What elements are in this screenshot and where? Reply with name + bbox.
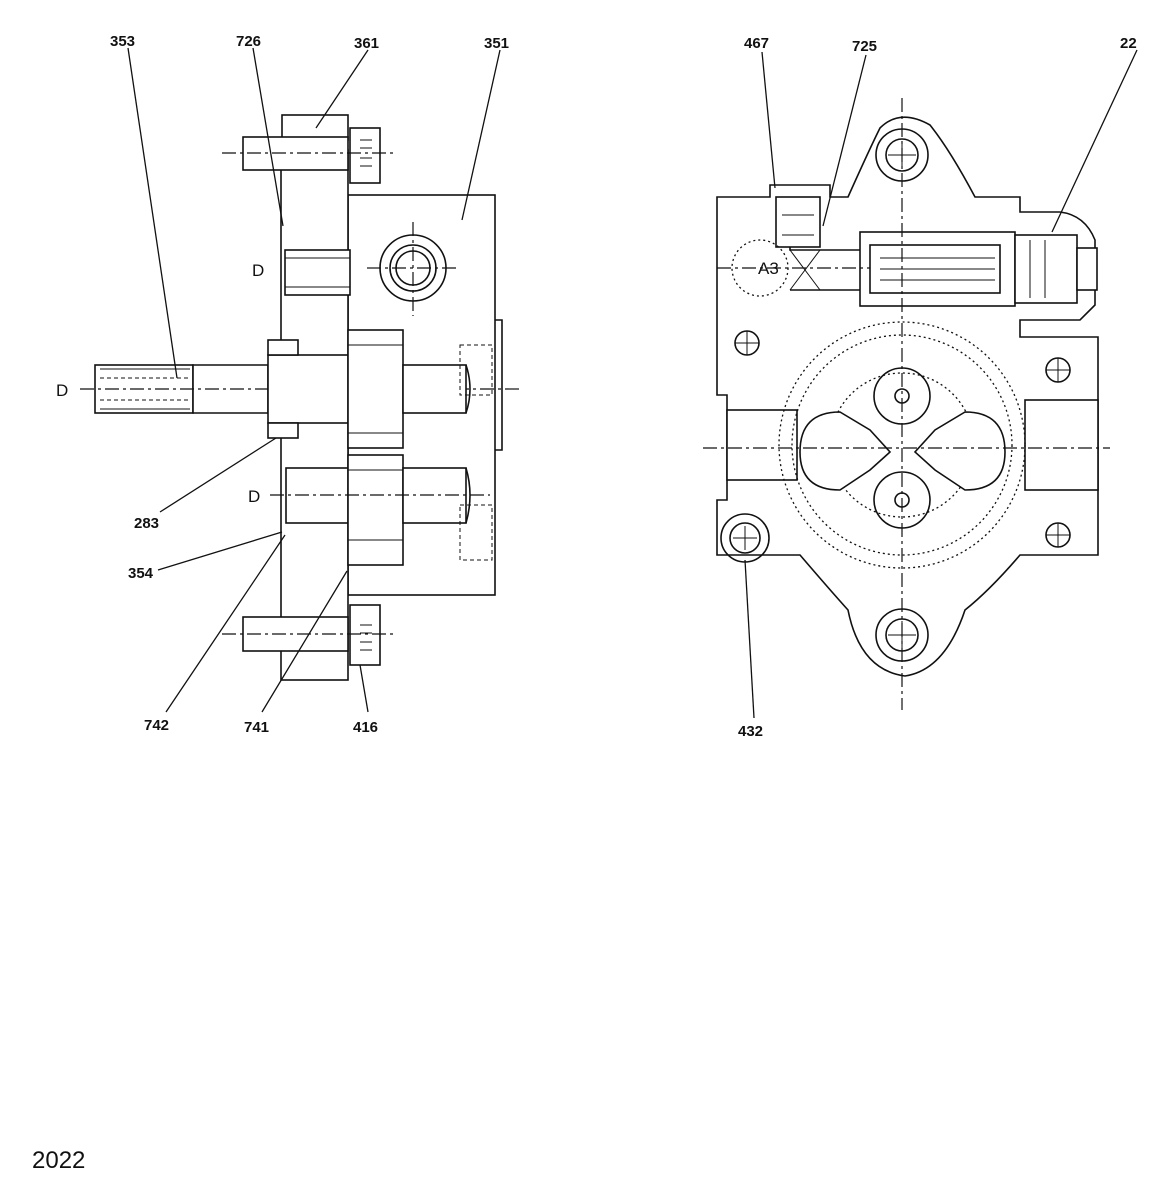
callout-labels: 353 726 361 351 283 354 742 741 416 D D …: [32, 33, 1137, 1174]
section-mark-d-upper: D: [252, 261, 264, 280]
callout-725: 725: [852, 38, 877, 55]
callout-361: 361: [354, 35, 379, 52]
callout-351: 351: [484, 35, 509, 52]
callout-432: 432: [738, 723, 763, 740]
callout-467: 467: [744, 35, 769, 52]
left-side-view: [80, 114, 520, 681]
section-mark-d-shaft: D: [56, 381, 68, 400]
callout-741: 741: [244, 719, 269, 736]
callout-353: 353: [110, 33, 135, 50]
callout-283: 283: [134, 515, 159, 532]
callout-742: 742: [144, 717, 169, 734]
figure-number: 2022: [32, 1147, 85, 1174]
callout-726: 726: [236, 33, 261, 50]
callout-354: 354: [128, 565, 154, 582]
leader-lines: [127, 47, 1138, 719]
section-mark-d-lower: D: [248, 487, 260, 506]
callout-416: 416: [353, 719, 378, 736]
callout-22: 22: [1120, 35, 1137, 52]
right-end-view: A3: [703, 98, 1110, 710]
